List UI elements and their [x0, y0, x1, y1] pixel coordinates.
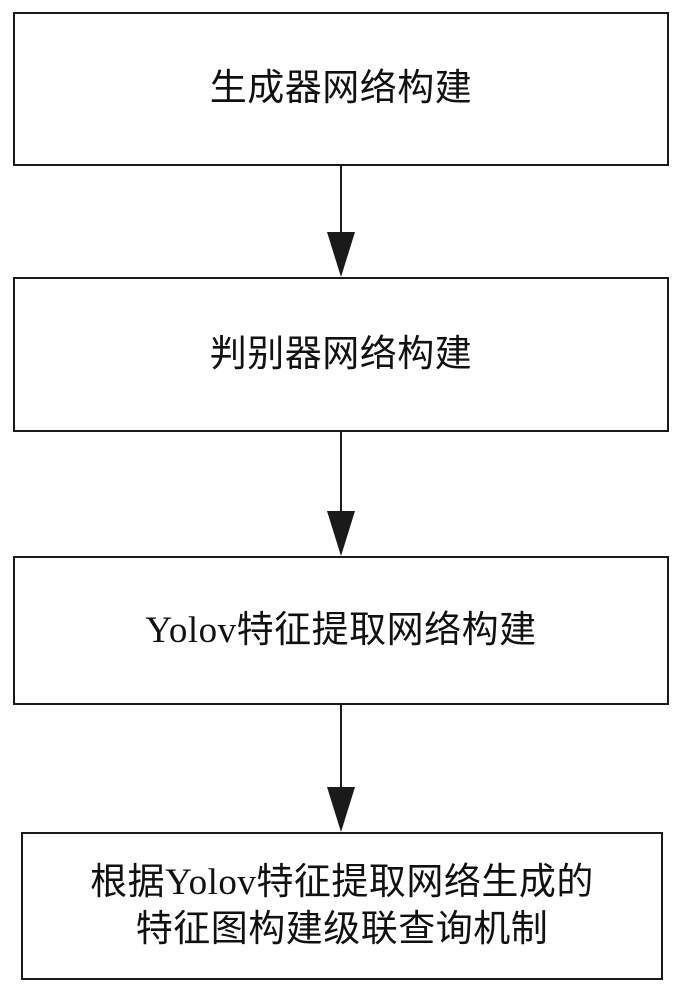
flow-node-generator-network[interactable]: 生成器网络构建 — [13, 12, 669, 166]
arrow-head-down-icon — [327, 511, 355, 556]
arrow-connector-3-to-4 — [327, 705, 355, 832]
arrow-connector-2-to-3 — [327, 432, 355, 556]
arrow-connector-1-to-2 — [327, 166, 355, 277]
flow-node-cascade-query-mechanism[interactable]: 根据Yolov特征提取网络生成的 特征图构建级联查询机制 — [21, 832, 663, 980]
arrow-head-down-icon — [327, 232, 355, 277]
flow-node-label: Yolov特征提取网络构建 — [145, 609, 537, 651]
flow-node-label: 判别器网络构建 — [209, 333, 473, 375]
arrow-shaft — [340, 166, 342, 234]
flow-node-discriminator-network[interactable]: 判别器网络构建 — [13, 277, 669, 432]
arrow-head-down-icon — [327, 787, 355, 832]
flow-node-label: 生成器网络构建 — [209, 68, 473, 110]
arrow-shaft — [340, 705, 342, 789]
flow-node-yolov-feature-extraction-network[interactable]: Yolov特征提取网络构建 — [13, 556, 669, 705]
arrow-shaft — [340, 432, 342, 513]
flow-node-label: 根据Yolov特征提取网络生成的 特征图构建级联查询机制 — [90, 861, 594, 950]
